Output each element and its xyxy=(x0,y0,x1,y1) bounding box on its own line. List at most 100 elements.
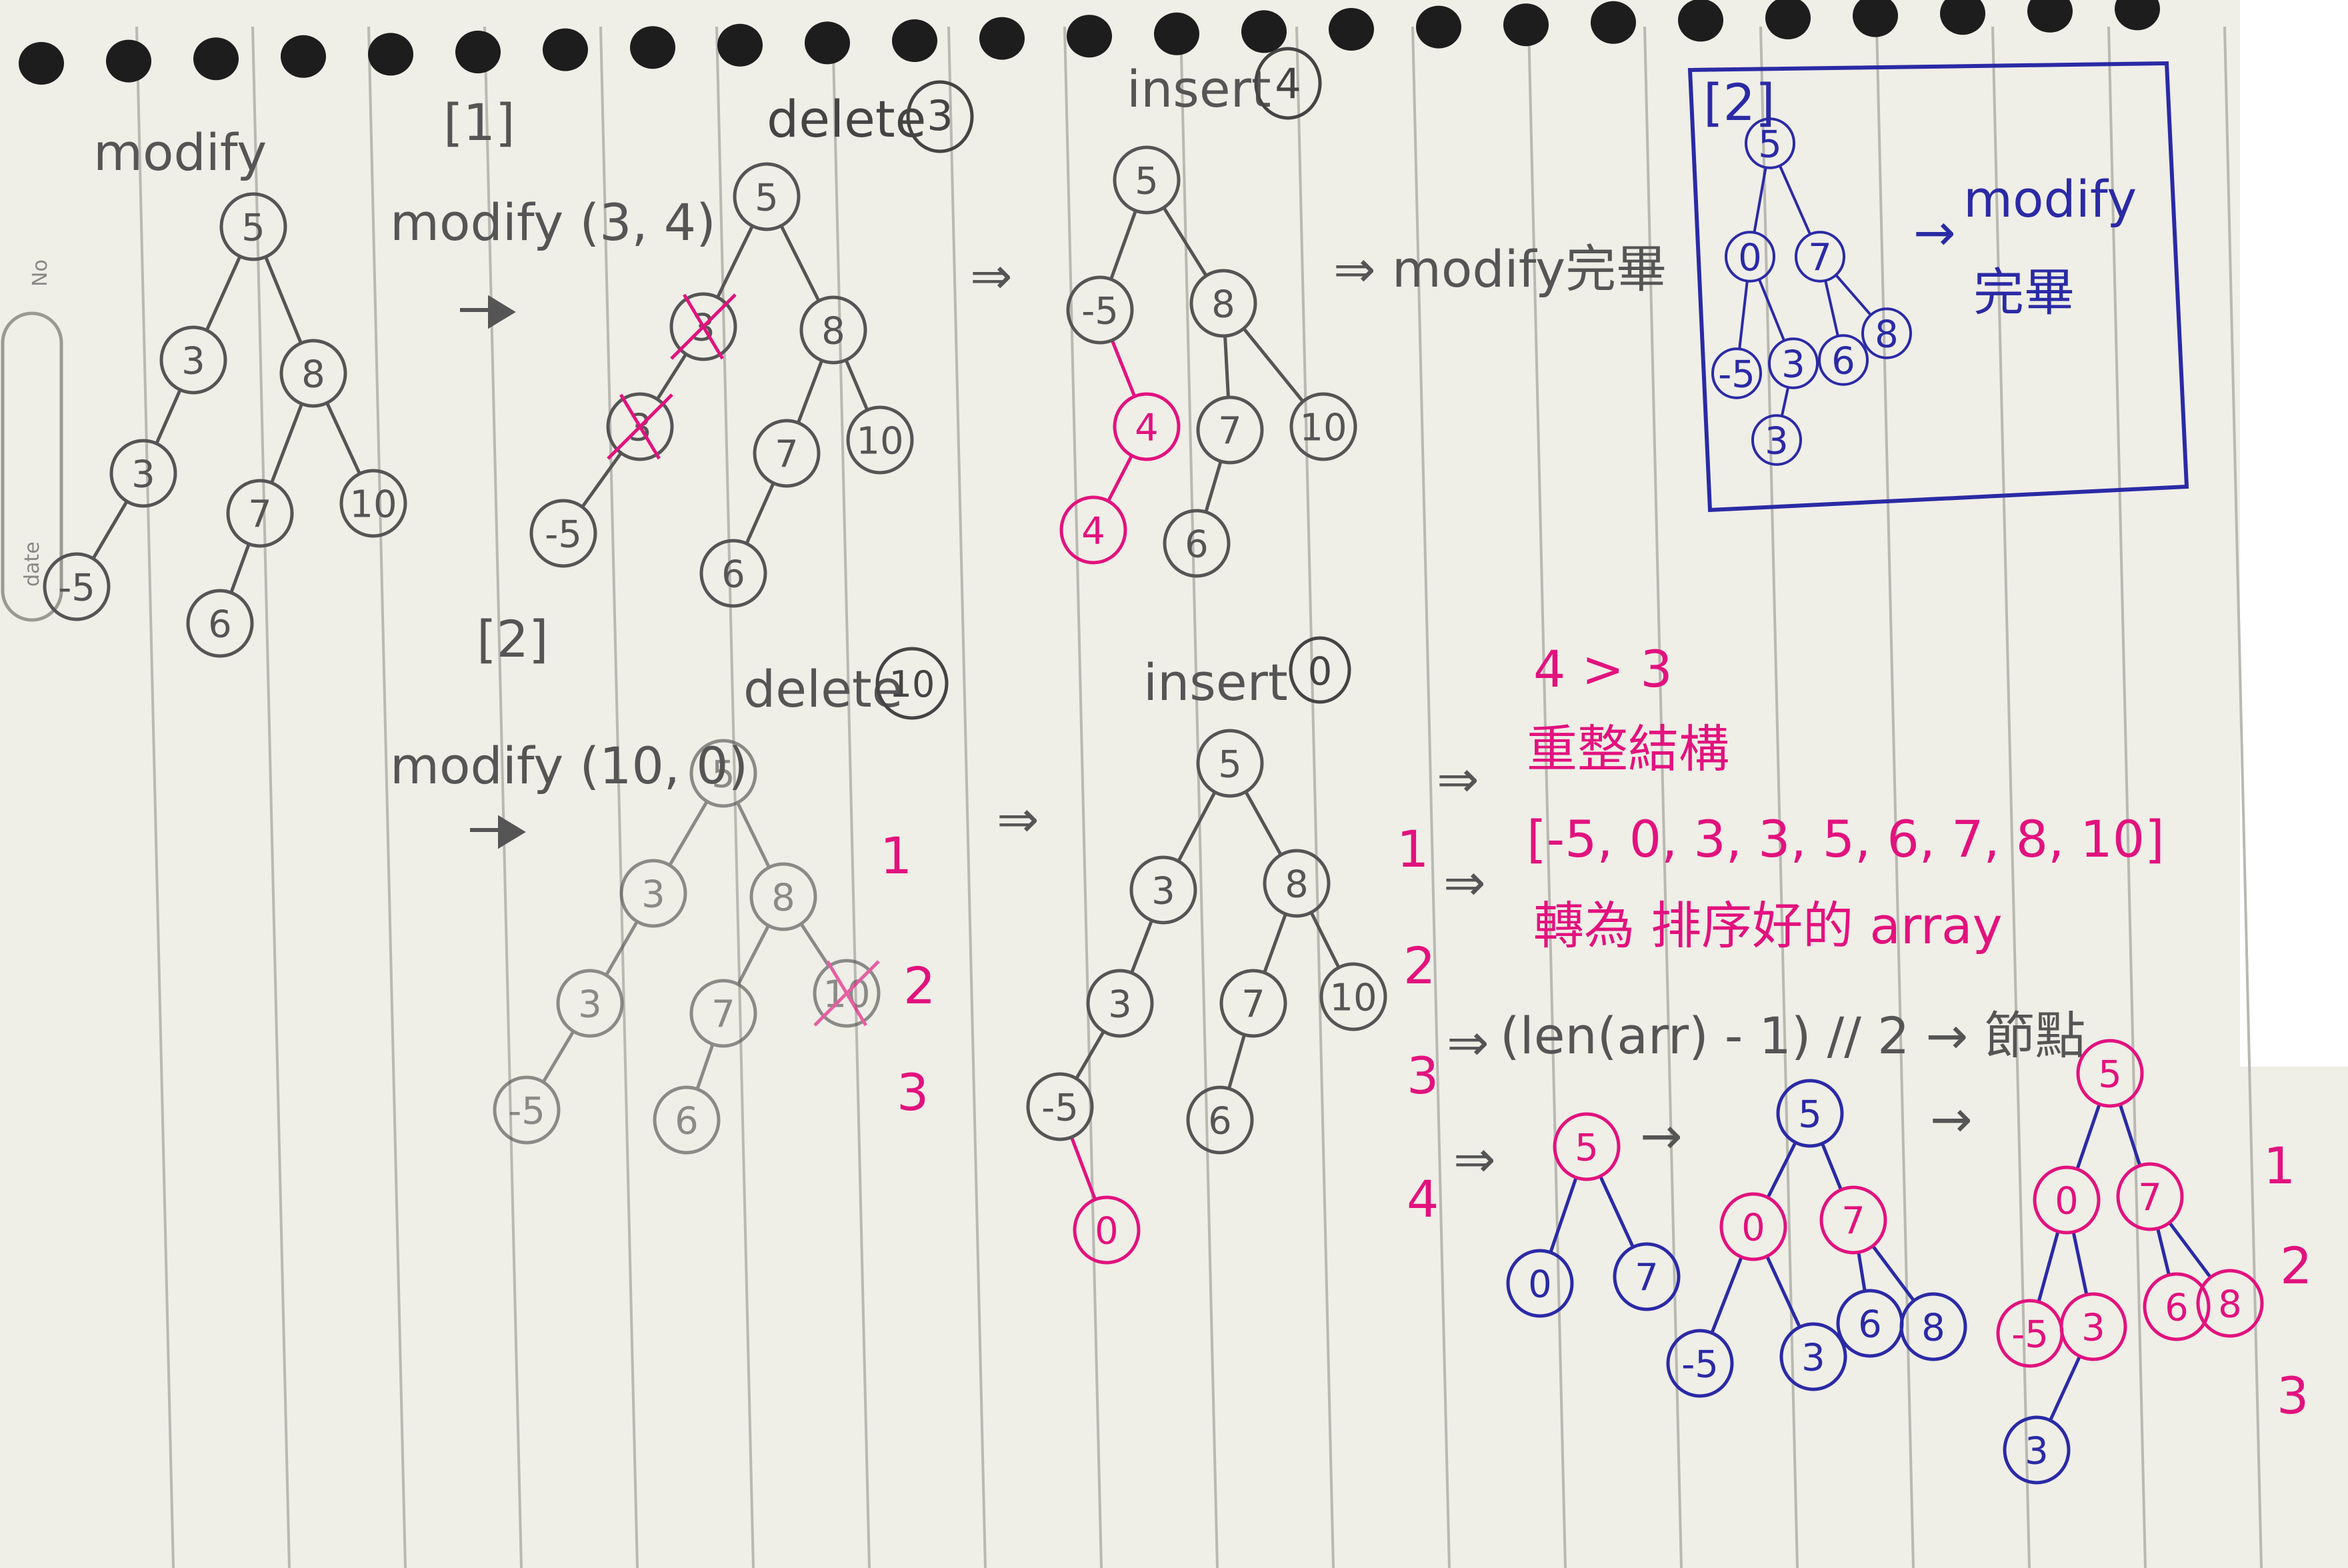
step1-insert: insert xyxy=(1127,59,1271,119)
tree-node-value: 6 xyxy=(675,1100,699,1143)
tree-edge xyxy=(155,388,182,445)
tree-node: 4 xyxy=(1113,392,1181,461)
tree-node: 5 xyxy=(689,739,757,808)
tree-node-value: 7 xyxy=(711,993,735,1037)
tree-edge xyxy=(1835,273,1872,317)
binding-hole xyxy=(455,31,501,73)
tree-node: 10 xyxy=(1289,392,1357,461)
tree-node-value: 5 xyxy=(2098,1053,2122,1097)
delete-cross xyxy=(683,293,724,360)
tree-node-value: 7 xyxy=(1241,983,1265,1027)
tree-node-value: -5 xyxy=(1081,290,1119,333)
tree-node: 5 xyxy=(1745,117,1795,169)
tree-node-value: 7 xyxy=(775,433,799,477)
rule-line xyxy=(1991,26,2031,1568)
tree-edge xyxy=(1227,1033,1247,1090)
side-tab: No date xyxy=(1,259,63,622)
tree-node: -5 xyxy=(1026,1072,1094,1141)
tree-node: 0 xyxy=(1719,1192,1787,1261)
tree-node: 8 xyxy=(1263,849,1331,918)
tree-node: 6 xyxy=(1163,509,1231,578)
tree-edge xyxy=(1223,335,1230,399)
tree-edge xyxy=(735,801,771,869)
tree-node-value: -5 xyxy=(545,513,582,557)
tree-node: 3 xyxy=(1129,855,1197,925)
tree-node-value: 3 xyxy=(1781,343,1805,387)
binding-hole xyxy=(2027,0,2073,33)
tree-node-value: -5 xyxy=(1041,1087,1079,1130)
binding-hole xyxy=(1416,5,1461,49)
tree-node: 7 xyxy=(753,419,821,488)
binding-hole xyxy=(1853,0,1898,37)
tree-node-value: 3 xyxy=(641,873,665,917)
tree-edge xyxy=(2037,1230,2060,1303)
tree-node: 3 xyxy=(1768,337,1819,389)
tree-node: 7 xyxy=(1795,231,1845,283)
sorted-array: [-5, 0, 3, 3, 5, 6, 7, 8, 10] xyxy=(1527,809,2165,869)
binding-hole xyxy=(630,26,675,69)
rebuild-text: 重整結構 xyxy=(1527,719,1729,779)
step1-delete-num: 3 xyxy=(927,91,953,140)
tree-node-value: 8 xyxy=(1875,313,1899,357)
rule-line xyxy=(599,26,639,1568)
tree-node: 10 xyxy=(813,959,881,1028)
tree-edge xyxy=(1242,327,1305,403)
tree-node-value: 8 xyxy=(1211,283,1235,327)
tree-node-value: 0 xyxy=(1738,237,1762,280)
step1-delete-circle: 3 xyxy=(906,80,974,153)
tree-node: 3 xyxy=(606,392,674,461)
side-no-label: No xyxy=(29,259,52,287)
rule-line xyxy=(831,26,871,1568)
tree-t6: 5 0 7 xyxy=(1506,1112,1681,1318)
tree-node: 5 xyxy=(1196,729,1264,798)
tree-node-value: 3 xyxy=(1801,1337,1825,1380)
tree-edge xyxy=(779,224,821,303)
step-num-3-right: 3 xyxy=(1407,1046,1439,1105)
tree-edge xyxy=(1753,167,1767,233)
tree-node-value: 5 xyxy=(1575,1127,1599,1170)
tree-edge xyxy=(1177,791,1217,863)
tree-node-value: 8 xyxy=(1921,1307,1945,1350)
tree-edge xyxy=(1780,386,1790,417)
tree-node-value: 3 xyxy=(1765,420,1789,463)
tree-node-value: 3 xyxy=(1151,870,1175,913)
tree-node-value: 3 xyxy=(578,983,602,1027)
tree-node-value: 5 xyxy=(711,753,735,797)
step-num-2-mid: 2 xyxy=(903,956,935,1015)
tree-node-value: 5 xyxy=(241,207,265,250)
binding-hole xyxy=(368,33,413,76)
tree-edge xyxy=(263,255,303,345)
binding-hole xyxy=(805,21,850,65)
rule-line xyxy=(251,26,291,1568)
tree-edge xyxy=(1598,1175,1635,1249)
tree-node: 10 xyxy=(339,469,407,538)
binding-hole xyxy=(193,37,239,81)
tree-edge xyxy=(2071,1231,2089,1296)
rule-line xyxy=(483,26,523,1568)
binding-hole xyxy=(19,42,64,85)
tree-node-value: 4 xyxy=(1081,510,1105,553)
tree-node: 0 xyxy=(1073,1195,1141,1265)
tree-node-value: 10 xyxy=(1329,977,1377,1020)
rule-line xyxy=(2107,26,2147,1568)
step1-insert-circle: 4 xyxy=(1254,47,1322,120)
tree-node: -5 xyxy=(529,499,597,568)
tree-node: 6 xyxy=(186,589,254,658)
step2-call: modify (10, 0) xyxy=(390,736,748,795)
tree-node-value: 0 xyxy=(1528,1263,1552,1307)
tree-node: 7 xyxy=(1613,1242,1681,1311)
binding-hole xyxy=(717,23,763,67)
tree-edge xyxy=(1857,1251,1867,1293)
mid-formula: (len(arr) - 1) // 2 → 節點 xyxy=(1500,1006,2085,1065)
tree-node-value: 0 xyxy=(2055,1180,2079,1223)
tree-edge xyxy=(1871,1244,1916,1303)
tree-edge xyxy=(668,800,709,867)
tree-node: 10 xyxy=(846,405,914,475)
tree-node-value: -5 xyxy=(1681,1343,1719,1387)
delete-cross xyxy=(826,960,867,1027)
tree-node: 6 xyxy=(1836,1289,1904,1358)
tree-edge xyxy=(1204,460,1223,513)
tree-node: -5 xyxy=(493,1075,561,1145)
